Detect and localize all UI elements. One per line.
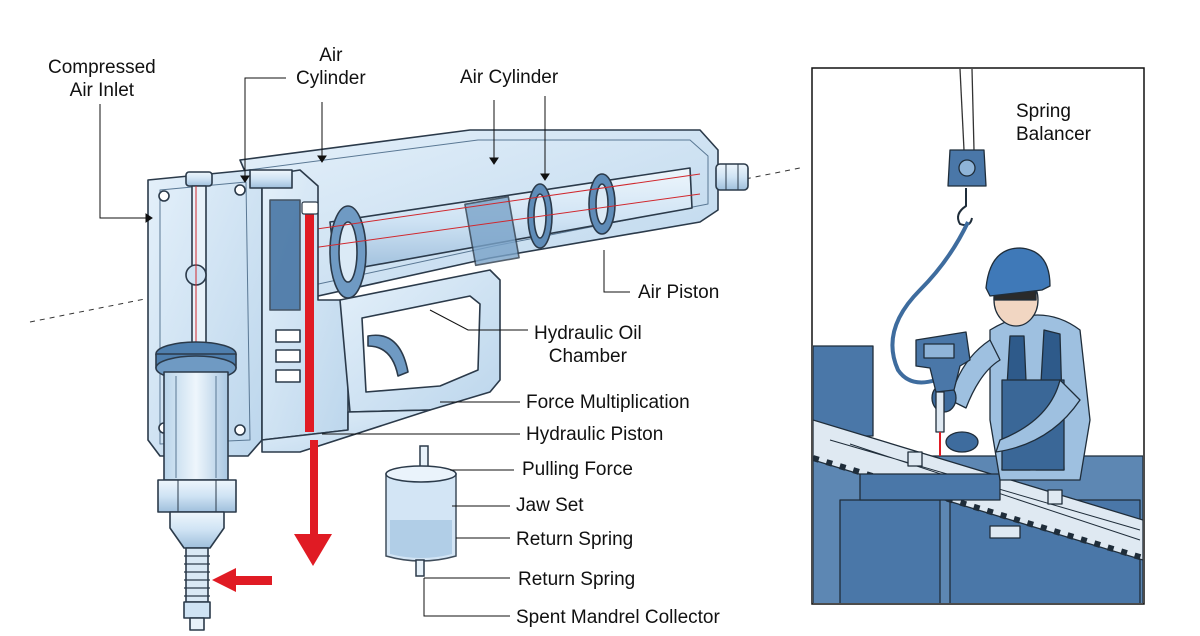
label-return-spring-2: Return Spring [518,569,636,590]
air-hose [890,221,970,385]
label-hydraulic-oil-chamber: Hydraulic Oil Chamber [534,323,642,367]
hardhat [985,247,1051,297]
label-return-spring-1: Return Spring [516,529,634,550]
mandrel-collector [385,445,457,577]
label-air-cylinder-right: Air Cylinder [460,67,559,88]
inset-scene [811,67,1145,605]
force-arrows [212,210,332,592]
end-cap [715,163,749,191]
label-jaw-set: Jaw Set [516,495,584,516]
label-spring-balancer: Spring Balancer [1016,101,1091,145]
nose-nut [157,479,237,513]
label-force-multiplication: Force Multiplication [526,392,690,413]
label-spent-mandrel-collector: Spent Mandrel Collector [516,607,720,628]
vertical-force-bar [305,210,314,432]
left-arrow-head [212,568,236,592]
down-arrow-head [294,534,332,566]
label-air-piston: Air Piston [638,282,720,303]
label-air-cylinder-left: Air Cylinder [296,45,366,89]
label-compressed-air-inlet: Compressed Air Inlet [48,57,156,101]
label-pulling-force: Pulling Force [522,459,633,480]
label-hydraulic-piston: Hydraulic Piston [526,424,664,445]
trigger [367,334,409,377]
leader-lines [99,77,630,617]
nose-cylinder [163,371,229,481]
